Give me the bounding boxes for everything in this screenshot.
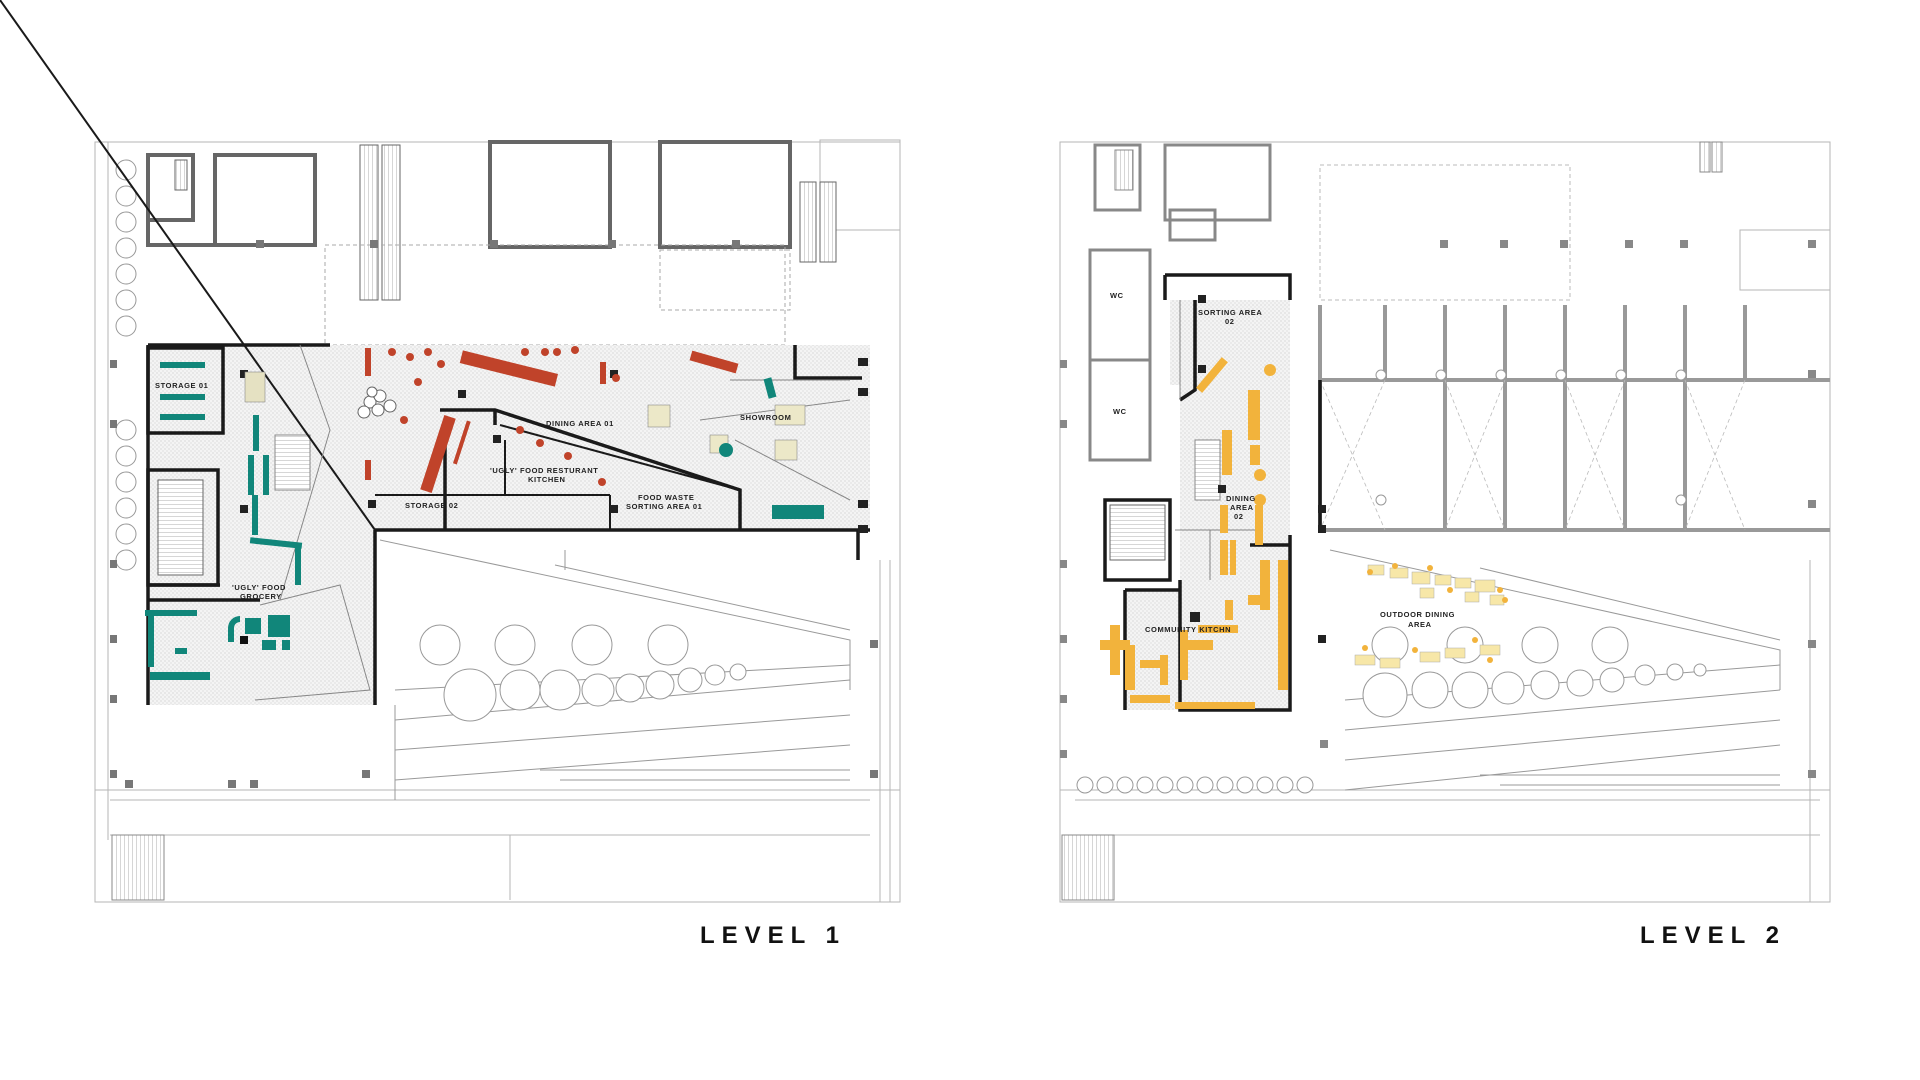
level-1-title: LEVEL 1 — [700, 922, 846, 949]
level-1-plan: STORAGE 01 DINING AREA 01 SHOWROOM 'UGLY… — [0, 0, 901, 903]
room-grocery-line1: 'UGLY' FOOD — [232, 583, 286, 592]
community-kitchen-furniture — [1100, 357, 1288, 709]
grocery-shelving — [145, 362, 303, 680]
room-showroom: SHOWROOM — [740, 413, 791, 422]
level-2-room-labels: WC WC SORTING AREA 02 DINING AREA 02 COM… — [1110, 291, 1455, 634]
room-wc-lower: WC — [1113, 407, 1127, 416]
room-outdoor-dining-line2: AREA — [1408, 620, 1432, 629]
room-wc-upper: WC — [1110, 291, 1124, 300]
room-outdoor-dining-line1: OUTDOOR DINING — [1380, 610, 1455, 619]
room-dining-area-02-line1: DINING — [1226, 494, 1256, 503]
room-food-waste-line2: SORTING AREA 01 — [626, 502, 702, 511]
room-grocery-line2: GROCERY — [240, 592, 282, 601]
room-dining-area-02-line2: AREA — [1230, 503, 1254, 512]
room-storage-01: STORAGE 01 — [155, 381, 208, 390]
room-kitchen-line2: KITCHEN — [528, 475, 566, 484]
room-storage-02: STORAGE 02 — [405, 501, 458, 510]
room-kitchen-line1: 'UGLY' FOOD RESTURANT — [490, 466, 598, 475]
level-2-plan: WC WC SORTING AREA 02 DINING AREA 02 COM… — [1059, 141, 1831, 903]
level-1-room-labels: STORAGE 01 DINING AREA 01 SHOWROOM 'UGLY… — [155, 381, 791, 601]
room-dining-area-01: DINING AREA 01 — [546, 419, 614, 428]
room-dining-area-02-line3: 02 — [1234, 512, 1244, 521]
outdoor-dining-furniture — [1354, 563, 1508, 669]
level-2-title: LEVEL 2 — [1640, 922, 1786, 949]
room-community-kitchen: COMMUNITY KITCHN — [1145, 625, 1231, 634]
showroom-teal — [719, 377, 824, 519]
room-sorting-area-line2: 02 — [1225, 317, 1235, 326]
dining-tables-level1 — [365, 346, 739, 493]
room-food-waste-line1: FOOD WASTE — [638, 493, 694, 502]
room-sorting-area-line1: SORTING AREA — [1198, 308, 1262, 317]
